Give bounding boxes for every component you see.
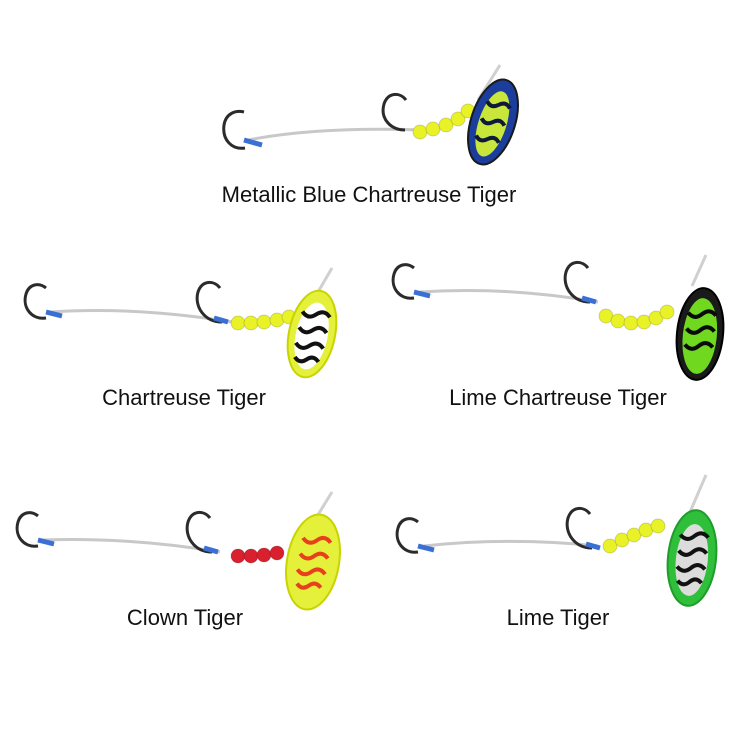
blade bbox=[666, 509, 718, 607]
blade bbox=[467, 78, 519, 166]
variant-name: Lime Tiger bbox=[506, 605, 610, 630]
beads bbox=[230, 309, 297, 331]
beads bbox=[230, 545, 285, 564]
blade bbox=[286, 289, 338, 379]
variant-name: Chartreuse Tiger bbox=[102, 385, 266, 410]
blade bbox=[675, 287, 725, 381]
variant-name: Clown Tiger bbox=[126, 605, 244, 630]
blade bbox=[285, 513, 341, 611]
beads bbox=[598, 304, 675, 331]
beads bbox=[602, 518, 666, 554]
variant-name: Metallic Blue Chartreuse Tiger bbox=[221, 182, 517, 207]
variant-name: Lime Chartreuse Tiger bbox=[449, 385, 667, 410]
